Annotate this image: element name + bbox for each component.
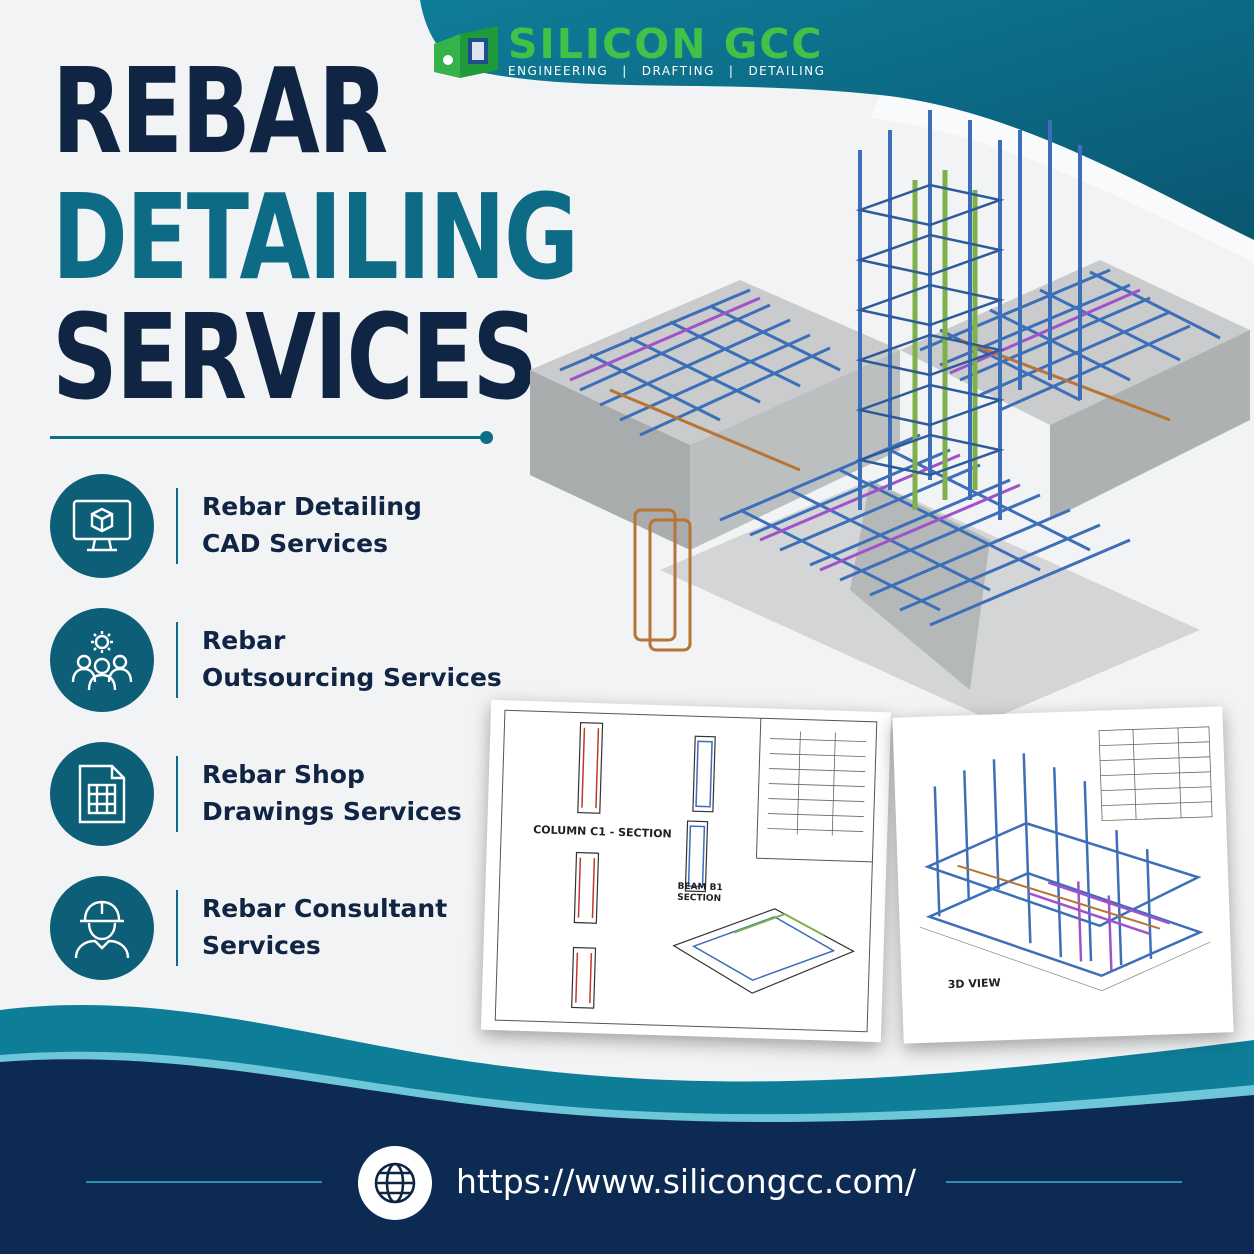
service-label: Rebar Shop Drawings Services [202,756,462,830]
service-separator [176,756,178,832]
beam-section-title: BEAM B1 SECTION [676,881,723,905]
drawing-document-icon [50,742,154,846]
service-separator [176,488,178,564]
headline-line-3: SERVICES [52,288,538,426]
tagline-engineering: ENGINEERING [508,64,609,78]
rebar-structure-illustration [530,110,1250,720]
service-line-2: CAD Services [202,529,388,558]
service-line-2: Drawings Services [202,797,462,826]
section-drawings [494,709,878,1033]
tagline-detailing: DETAILING [748,64,826,78]
tagline-separator: | [622,64,628,78]
service-line-1: Rebar [202,626,286,655]
service-consultant: Rebar Consultant Services [50,876,530,980]
top-right-wave-highlight [870,95,1254,262]
globe-icon [358,1146,432,1220]
headline-divider [50,436,486,439]
service-label: Rebar Consultant Services [202,890,447,964]
service-line-1: Rebar Detailing [202,492,422,521]
service-separator [176,622,178,698]
drawing-sheet-3d-view: 3D VIEW [892,706,1234,1044]
bottom-wave-navy [0,1059,1254,1254]
service-outsourcing: Rebar Outsourcing Services [50,608,530,712]
headline-line-1: REBAR [52,42,388,180]
tagline-separator: | [728,64,735,78]
footer-line-right [946,1181,1182,1183]
service-separator [176,890,178,966]
monitor-cube-icon [50,474,154,578]
brand-logo: SILICON GCC ENGINEERING | DRAFTING | DETAILI… [432,20,832,84]
logo-mark-icon [434,26,498,78]
brand-name: SILICON GCC [508,20,824,68]
drawing-sheet-sections: COLUMN C1 - SECTION BEAM B1 SECTION [480,699,892,1043]
3d-view-title: 3D VIEW [947,976,1001,992]
top-right-wave [420,0,1254,240]
engineer-hardhat-icon [50,876,154,980]
team-gear-icon [50,608,154,712]
headline-line-2: DETAILING [52,168,579,306]
brand-tagline: ENGINEERING | DRAFTING | DETAILING [508,64,839,78]
service-shop-drawings: Rebar Shop Drawings Services [50,742,530,846]
footer-line-left [86,1181,322,1183]
service-cad: Rebar Detailing CAD Services [50,474,530,578]
divider-dot [480,431,493,444]
tagline-drafting: DRAFTING [641,64,715,78]
service-line-2: Outsourcing Services [202,663,502,692]
website-link[interactable]: https://www.silicongcc.com/ [456,1162,916,1201]
service-line-1: Rebar Consultant [202,894,448,923]
isometric-rebar-drawing [919,726,1213,992]
service-label: Rebar Outsourcing Services [202,622,502,696]
service-line-1: Rebar Shop [202,760,365,789]
service-line-2: Services [202,931,321,960]
service-label: Rebar Detailing CAD Services [202,488,422,562]
